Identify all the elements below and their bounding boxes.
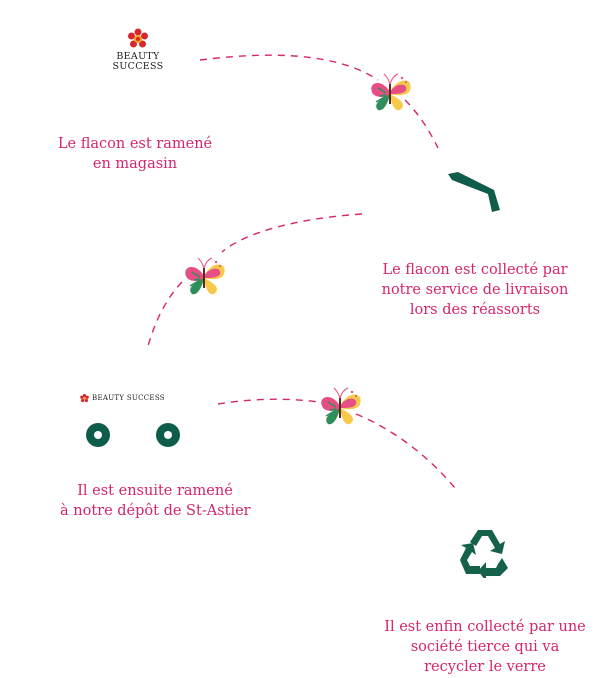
logo-line2: SUCCESS xyxy=(112,61,164,72)
logo-line1: BEAUTY xyxy=(116,51,160,62)
step-3-text: Il est ensuite ramené à notre dépôt de S… xyxy=(60,481,251,521)
step-2-text: Le flacon est collecté par notre service… xyxy=(370,260,580,320)
connector-1b xyxy=(404,99,439,149)
butterfly-icon xyxy=(321,387,361,425)
step-4-line-2: société tierce qui va xyxy=(410,639,560,655)
step-3-line-2: à notre dépôt de St-Astier xyxy=(60,503,251,519)
truck-brand-text: BEAUTY SUCCESS xyxy=(92,394,165,402)
truck-label: BEAUTY SUCCESS xyxy=(80,394,200,403)
step-4-line-3: recycler le verre xyxy=(424,659,546,675)
flower-logo-icon xyxy=(80,394,89,403)
connector-2b xyxy=(147,281,183,347)
step-4-text: Il est enfin collecté par une société ti… xyxy=(370,617,600,677)
step-3-line-1: Il est ensuite ramené xyxy=(77,483,233,499)
connector-1 xyxy=(199,54,379,81)
step-2-line-2: notre service de livraison xyxy=(381,282,569,298)
step-1-text: Le flacon est ramené en magasin xyxy=(40,134,230,174)
step-4-line-1: Il est enfin collecté par une xyxy=(384,619,586,635)
recycle-icon xyxy=(460,530,508,578)
step-2-line-1: Le flacon est collecté par xyxy=(382,262,568,278)
truck-wheels xyxy=(86,423,180,447)
flower-logo-icon xyxy=(128,28,148,48)
butterfly-icon xyxy=(371,73,411,111)
delivery-truck-icon xyxy=(448,172,500,212)
step-2-line-3: lors des réassorts xyxy=(409,302,541,318)
step-1-line-1: Le flacon est ramené xyxy=(57,136,213,152)
connector-3 xyxy=(217,398,319,405)
butterfly-icon xyxy=(185,257,225,295)
store-logo: BEAUTY SUCCESS xyxy=(108,28,168,80)
truck-icon: BEAUTY SUCCESS xyxy=(80,394,200,454)
connector-2 xyxy=(221,213,363,253)
step-1-line-2: en magasin xyxy=(92,156,178,172)
connector-3b xyxy=(355,413,456,489)
